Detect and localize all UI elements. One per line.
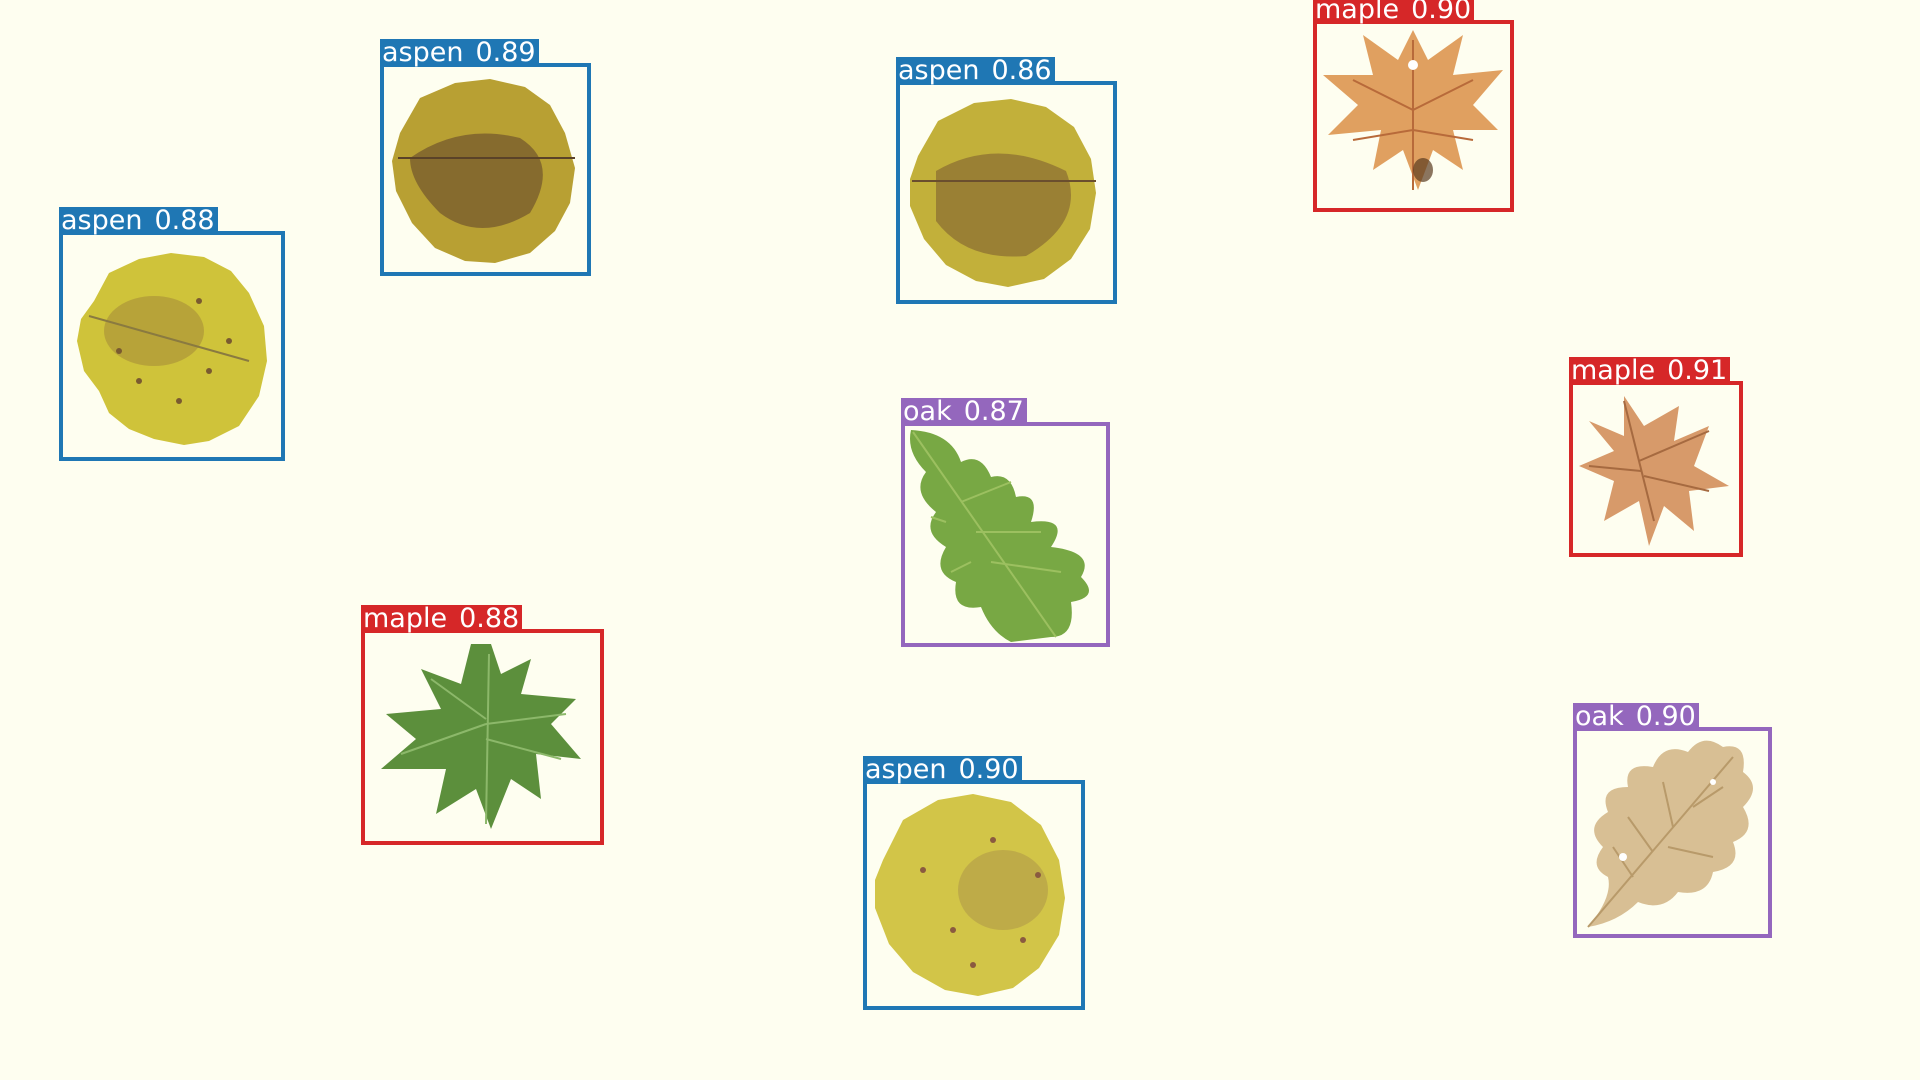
detection-label: maple 0.88: [361, 603, 523, 634]
confidence-score: 0.91: [1667, 355, 1728, 386]
bounding-box: [1313, 20, 1514, 212]
detection-oak[interactable]: oak 0.90: [1573, 703, 1772, 938]
detection-aspen[interactable]: aspen 0.89: [380, 39, 591, 276]
maple-leaf-image: [381, 644, 581, 829]
oak-leaf-image: [910, 430, 1089, 642]
bounding-box: [896, 81, 1117, 304]
bounding-box: [863, 780, 1085, 1010]
detection-maple[interactable]: maple 0.90: [1313, 0, 1514, 212]
bounding-box: [1569, 381, 1743, 557]
detection-aspen[interactable]: aspen 0.88: [59, 207, 285, 461]
detection-label: aspen 0.89: [380, 39, 539, 67]
bounding-box: [380, 63, 591, 276]
confidence-score: 0.88: [459, 603, 520, 634]
oak-leaf-image: [1587, 740, 1753, 928]
detection-maple[interactable]: maple 0.88: [361, 605, 604, 845]
class-label: maple: [363, 603, 448, 634]
confidence-score: 0.90: [958, 754, 1019, 785]
class-label: maple: [1315, 0, 1400, 25]
confidence-score: 0.87: [963, 396, 1024, 427]
detection-maple[interactable]: maple 0.91: [1569, 357, 1743, 557]
confidence-score: 0.86: [991, 55, 1052, 86]
bounding-box: [361, 629, 604, 845]
class-label: maple: [1571, 355, 1656, 386]
confidence-score: 0.88: [154, 205, 215, 236]
detection-oak[interactable]: oak 0.87: [901, 398, 1110, 647]
aspen-leaf-image: [910, 99, 1096, 287]
bounding-box: [1573, 727, 1772, 938]
detection-label: aspen 0.88: [59, 207, 218, 235]
confidence-score: 0.90: [1635, 701, 1696, 732]
aspen-leaf-image: [875, 794, 1065, 996]
maple-leaf-image: [1323, 30, 1503, 190]
detection-label: oak 0.90: [1573, 703, 1699, 731]
aspen-leaf-image: [392, 79, 575, 263]
aspen-leaf-image: [77, 253, 267, 445]
detection-label: aspen 0.90: [863, 756, 1022, 784]
class-label: oak: [903, 396, 952, 427]
class-label: aspen: [865, 754, 947, 785]
maple-leaf-image: [1579, 396, 1729, 546]
class-label: oak: [1575, 701, 1624, 732]
detection-aspen[interactable]: aspen 0.90: [863, 756, 1085, 1010]
confidence-score: 0.90: [1411, 0, 1472, 25]
bounding-box: [59, 231, 285, 461]
confidence-score: 0.89: [475, 37, 536, 68]
detection-label: maple 0.91: [1569, 355, 1731, 386]
detection-label: aspen 0.86: [896, 57, 1055, 85]
detection-label: maple 0.90: [1313, 0, 1475, 25]
class-label: aspen: [898, 55, 980, 86]
detection-aspen[interactable]: aspen 0.86: [896, 57, 1117, 304]
bounding-box: [901, 422, 1110, 647]
detection-label: oak 0.87: [901, 398, 1027, 426]
class-label: aspen: [61, 205, 143, 236]
class-label: aspen: [382, 37, 464, 68]
